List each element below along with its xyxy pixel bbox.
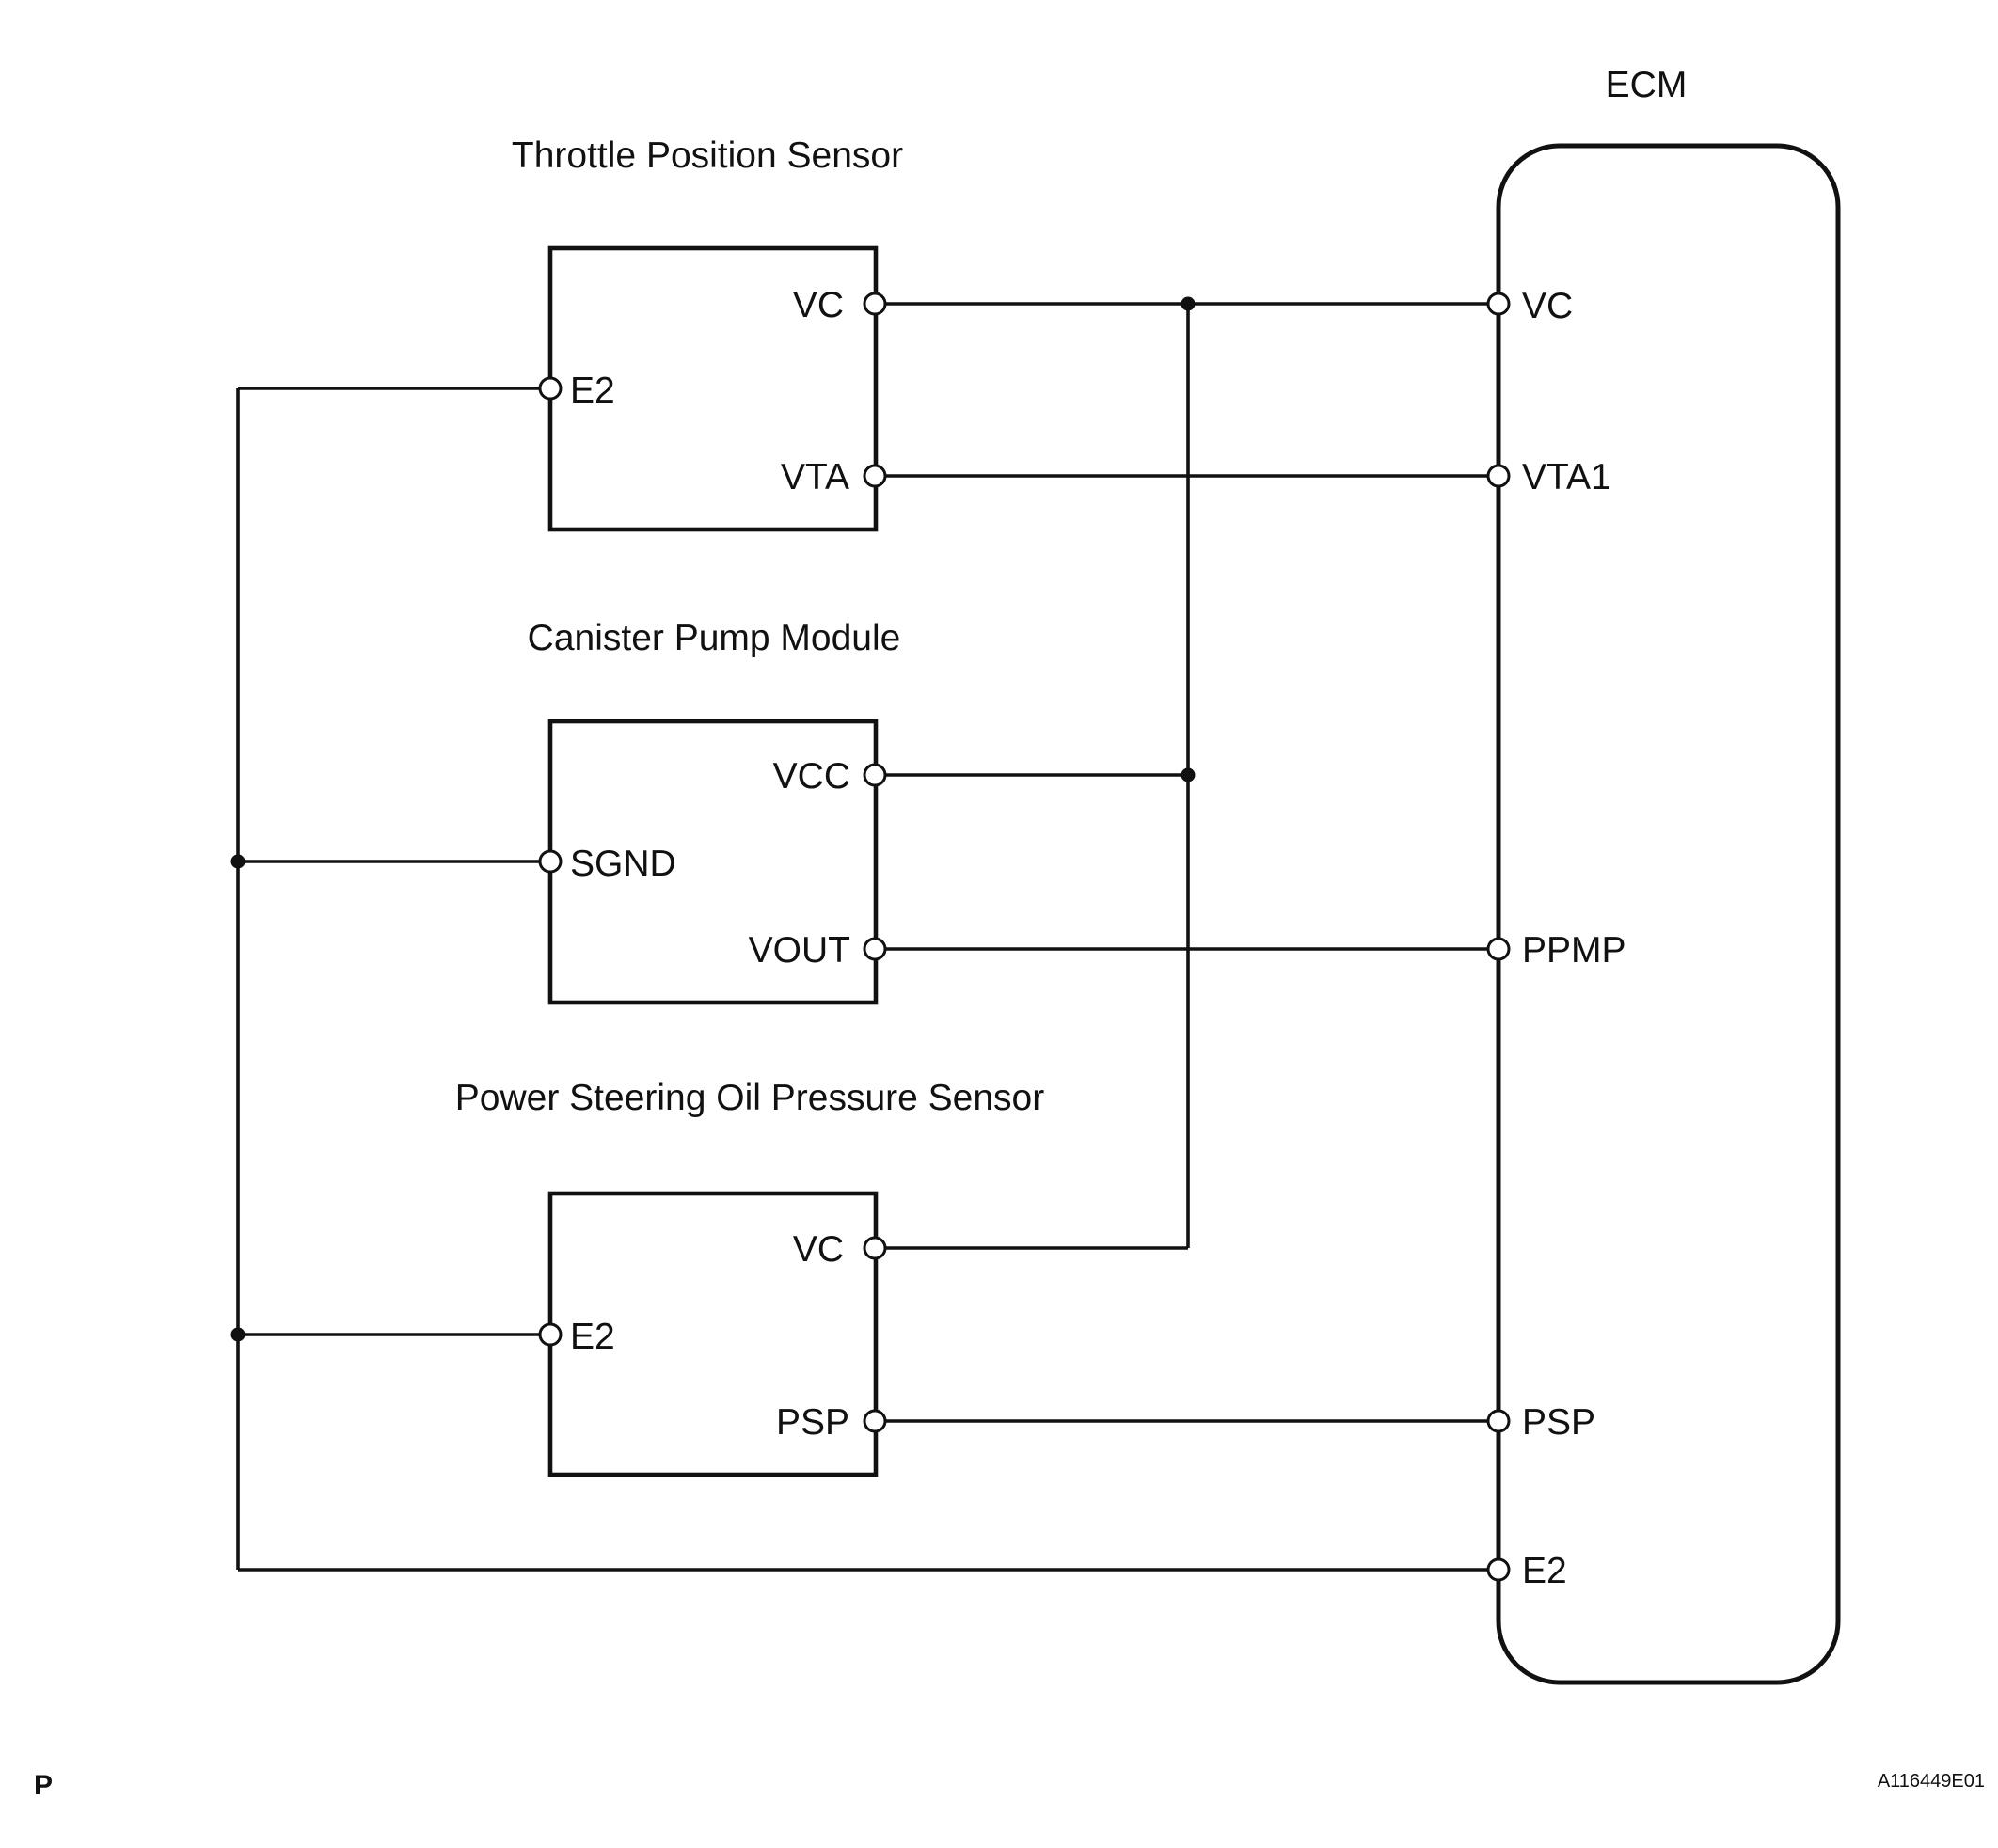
junction-dot-vc-canister [1181, 767, 1196, 782]
pin-label-ps-vc: VC [793, 1229, 844, 1270]
pin-label-ecm-vc: VC [1522, 286, 1573, 326]
figure-code: A116449E01 [1878, 1771, 1985, 1792]
pin-label-tps-e2: E2 [570, 371, 615, 411]
corner-letter: P [34, 1770, 53, 1801]
terminal-canister-vout [863, 937, 887, 961]
terminal-ecm-e2 [1486, 1557, 1511, 1582]
junction-dot-vc-top [1181, 296, 1196, 311]
pin-label-ps-psp: PSP [776, 1402, 849, 1443]
pin-label-tps-vta: VTA [781, 457, 849, 498]
pin-label-ecm-psp: PSP [1522, 1402, 1595, 1443]
pin-label-ecm-vta1: VTA1 [1522, 457, 1611, 498]
pin-label-canister-vout: VOUT [749, 930, 850, 971]
power-steering-oil-pressure-sensor-title: Power Steering Oil Pressure Sensor [455, 1078, 1044, 1118]
pin-label-canister-sgnd: SGND [570, 844, 676, 884]
terminal-ecm-ppmp [1486, 937, 1511, 961]
terminal-canister-vcc [863, 763, 887, 787]
terminal-ecm-vc [1486, 292, 1511, 316]
pin-label-ecm-e2: E2 [1522, 1551, 1567, 1591]
terminal-ps-psp [863, 1409, 887, 1433]
pin-label-ps-e2: E2 [570, 1317, 615, 1357]
canister-pump-module-title: Canister Pump Module [528, 618, 901, 658]
pin-label-ecm-ppmp: PPMP [1522, 930, 1626, 971]
terminal-ps-e2 [538, 1322, 563, 1347]
throttle-position-sensor-title: Throttle Position Sensor [512, 135, 903, 176]
terminal-tps-vta [863, 464, 887, 488]
terminal-canister-sgnd [538, 849, 563, 874]
junction-dot-ground-ps-sensor [230, 1327, 246, 1342]
terminal-ecm-psp [1486, 1409, 1511, 1433]
ecm-title: ECM [1606, 65, 1688, 105]
terminal-ecm-vta1 [1486, 464, 1511, 488]
terminal-tps-vc [863, 292, 887, 316]
pin-label-canister-vcc: VCC [773, 756, 850, 797]
terminal-ps-vc [863, 1236, 887, 1260]
junction-dot-ground-canister [230, 854, 246, 869]
ecm-box [1496, 143, 1841, 1685]
pin-label-tps-vc: VC [793, 285, 844, 325]
terminal-tps-e2 [538, 376, 563, 401]
